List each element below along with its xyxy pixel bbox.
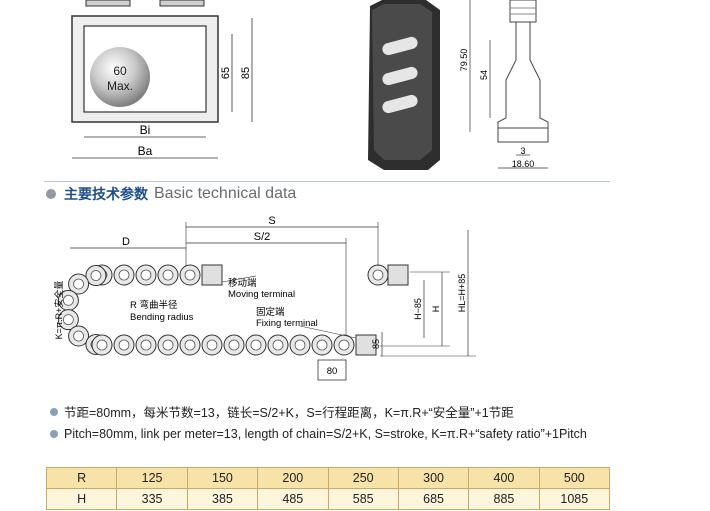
table-cell: 400 <box>468 467 540 489</box>
chain-link-pin <box>118 339 130 351</box>
chain-link-illustration <box>368 0 440 170</box>
table-cell: 500 <box>538 467 611 489</box>
table-cell: 200 <box>257 467 329 489</box>
table-cell: 585 <box>327 488 399 510</box>
spec-line-cn: 节距=80mm，每米节数=13，链长=S/2+K，S=行程距离，K=π.R+“安… <box>50 402 514 421</box>
dim-bi: Bi <box>140 123 151 137</box>
ball-label-60: 60 <box>113 64 127 78</box>
chain-link-pin <box>338 339 350 351</box>
chain-link-pin <box>90 270 102 281</box>
chain-links <box>57 264 389 356</box>
section-title-en: Basic technical data <box>154 185 297 202</box>
dim-79-50: 79.50 <box>459 49 469 72</box>
dim-54: 54 <box>479 70 489 80</box>
cable-diameter-ball <box>90 47 150 107</box>
chain-link-pin <box>162 339 174 351</box>
section-header: 主要技术参数 Basic technical data <box>46 183 296 205</box>
moving-terminal-en: Moving terminal <box>228 289 295 300</box>
chain-link-pin <box>162 269 174 281</box>
chain-link-pin <box>118 269 130 281</box>
moving-end-block <box>201 264 223 286</box>
fixing-terminal-en: Fixing terminal <box>256 318 318 329</box>
chain-link-pin <box>250 339 262 351</box>
label-h: H <box>431 306 441 313</box>
table-cell: 1085 <box>538 488 611 510</box>
table-cell: 485 <box>257 488 329 510</box>
dim-18-60: 18.60 <box>512 159 535 169</box>
chain-link-pin <box>316 339 328 351</box>
fixing-end-block <box>355 334 377 356</box>
fixing-terminal-cn: 固定端 <box>256 306 285 318</box>
table-cell: 885 <box>468 488 540 510</box>
label-80: 80 <box>327 366 338 377</box>
bending-radius-en: Bending radius <box>130 312 194 323</box>
table-cell: 335 <box>116 488 188 510</box>
chain-link-pin <box>73 330 84 342</box>
ball-label-max: Max. <box>107 79 133 93</box>
table-cell: 685 <box>397 488 470 510</box>
chain-link-pin <box>96 339 108 351</box>
pitch-box <box>317 359 347 381</box>
bending-radius-cn: R 弯曲半径 <box>130 299 178 311</box>
chain-link-pin <box>184 339 196 351</box>
chain-link-pin <box>140 269 152 281</box>
dim-3: 3 <box>520 146 525 156</box>
section-divider <box>44 181 610 182</box>
right-end-block <box>387 264 409 286</box>
label-s: S <box>268 215 275 227</box>
label-d: D <box>122 236 130 248</box>
section-bullet-icon <box>46 189 56 199</box>
chain-link-pin <box>372 269 384 281</box>
moving-terminal-cn: 移动端 <box>228 277 257 289</box>
spec-text-en: Pitch=80mm, link per meter=13, length of… <box>64 427 587 441</box>
label-hl: HL=H+85 <box>457 274 467 313</box>
dim-85: 85 <box>240 67 252 79</box>
spec-bullet-icon <box>50 430 58 438</box>
chain-link-pin <box>206 339 218 351</box>
table-cell: 385 <box>186 488 259 510</box>
chain-link-pin <box>228 339 240 351</box>
section-top-tab-left <box>85 0 131 7</box>
dim-ba: Ba <box>138 144 153 158</box>
dim-65: 65 <box>220 67 232 79</box>
chain-cross-section: 60 Max. 65 85 Bi Ba <box>71 0 253 159</box>
chain-link-pin <box>62 294 74 306</box>
table-cell: 300 <box>397 467 470 489</box>
chain-link-pin <box>184 269 196 281</box>
top-figures: 60 Max. 65 85 Bi Ba 79.50 54 3 18.60 <box>71 0 549 170</box>
table-cell: 250 <box>327 467 399 489</box>
table-row-header: H <box>45 488 118 510</box>
table-cell: 150 <box>186 467 259 489</box>
table-cell: 125 <box>116 467 188 489</box>
table-row-header: R <box>45 467 118 489</box>
drag-chain-diagram: S S/2 D K=π.R+安全量 移动端 Moving terminal R … <box>53 215 476 381</box>
label-h-85: H−85 <box>413 298 423 320</box>
spec-bullet-icon <box>50 407 58 416</box>
label-s2: S/2 <box>254 231 271 243</box>
chain-link-pin <box>272 339 284 351</box>
chain-link-pin <box>62 314 74 326</box>
chain-link-pin <box>73 278 84 290</box>
spec-text-cn: 节距=80mm，每米节数=13，链长=S/2+K，S=行程距离，K=π.R+“安… <box>64 406 514 420</box>
section-title-cn: 主要技术参数 <box>64 186 148 202</box>
label-85: 85 <box>371 339 381 349</box>
link-side-profile: 79.50 54 3 18.60 <box>459 0 549 169</box>
chain-link-pin <box>140 339 152 351</box>
spec-line-en: Pitch=80mm, link per meter=13, length of… <box>50 427 587 441</box>
section-top-tab-right <box>159 0 205 7</box>
chain-link-pin <box>294 339 306 351</box>
label-k: K=π.R+安全量 <box>53 281 64 340</box>
